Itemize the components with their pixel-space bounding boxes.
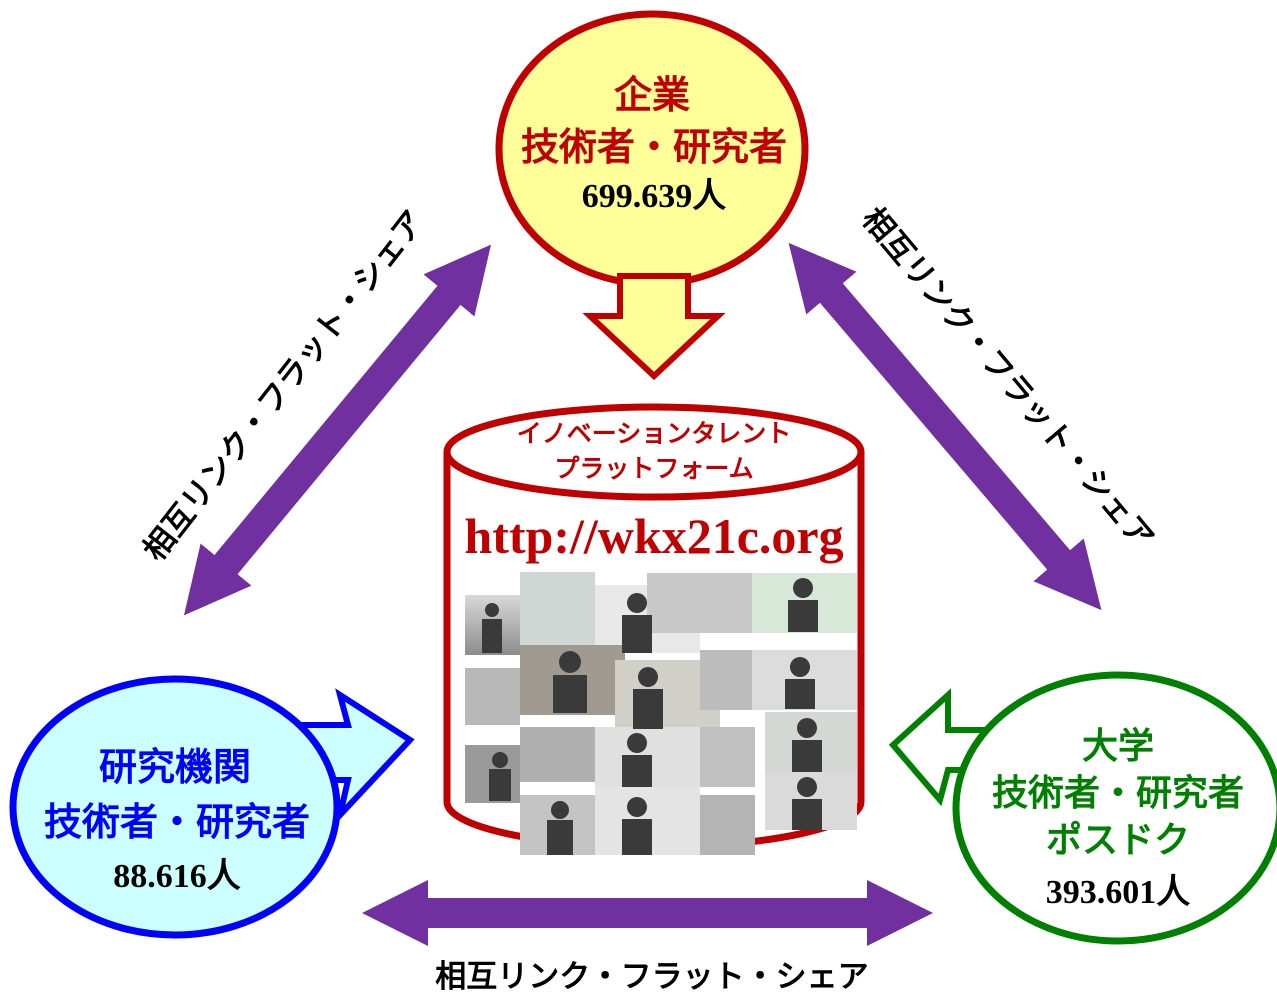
link-label-bottom: 相互リンク・フラット・シェア — [435, 959, 868, 995]
platform-name-line2: プラットフォーム — [554, 454, 753, 483]
link-arrow-right — [788, 242, 1102, 611]
institute-node: 研究機関 技術者・研究者 88.616人 — [9, 675, 341, 939]
company-role: 技術者・研究者 — [521, 125, 787, 169]
company-to-platform-arrow — [582, 273, 726, 381]
company-title: 企業 — [614, 73, 690, 117]
company-node: 企業 技術者・研究者 699.639人 — [495, 10, 809, 288]
university-ellipse — [952, 671, 1277, 945]
institute-title: 研究機関 — [99, 745, 251, 789]
link-arrow-left — [183, 244, 492, 616]
platform-cylinder-top — [443, 403, 865, 501]
university-count: 393.601人 — [1046, 873, 1191, 911]
platform-url: http://wkx21c.org — [464, 508, 843, 564]
video-thumbnail-collage — [465, 572, 857, 855]
university-title: 大学 — [1082, 725, 1154, 767]
institute-ellipse — [9, 675, 341, 939]
university-node: 大学 技術者・研究者 ポスドク 393.601人 — [952, 671, 1277, 945]
university-role: 技術者・研究者 — [992, 773, 1244, 814]
institute-role: 技術者・研究者 — [44, 800, 310, 844]
company-count: 699.639人 — [582, 177, 727, 215]
institute-count: 88.616人 — [113, 857, 241, 895]
university-postdoc: ポスドク — [1046, 819, 1190, 861]
platform-name-line1: イノベーションタレント — [517, 419, 792, 448]
